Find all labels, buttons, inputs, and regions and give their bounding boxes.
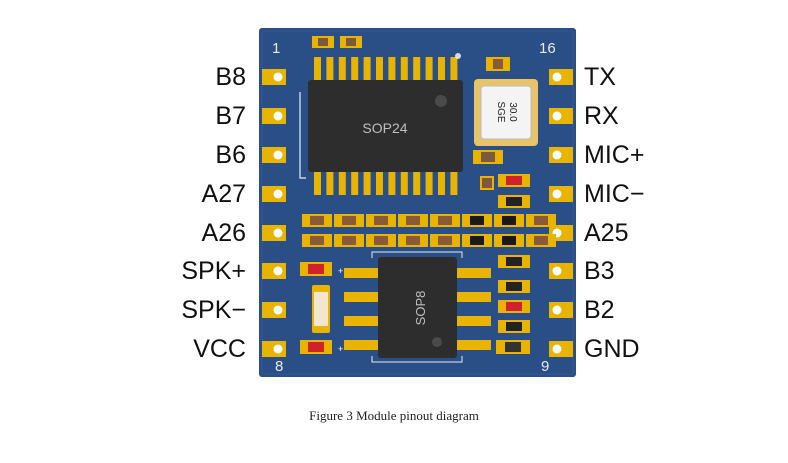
svg-text:+: + xyxy=(338,266,343,276)
pin-label-spk-minus: SPK− xyxy=(181,296,246,324)
pin-label-vcc: VCC xyxy=(193,335,246,363)
sop8-chip xyxy=(378,257,457,358)
edge-pad-left-1 xyxy=(262,69,286,85)
edge-pad-left-3 xyxy=(262,147,286,163)
pin-label-b2: B2 xyxy=(584,296,615,324)
pin-label-a26: A26 xyxy=(201,219,246,247)
sop24-label: SOP24 xyxy=(362,120,407,136)
edge-pad-right-7 xyxy=(549,302,573,318)
edge-pad-right-1 xyxy=(549,69,573,85)
figure-caption: Figure 3 Module pinout diagram xyxy=(309,408,479,423)
corner-number-1: 1 xyxy=(272,40,280,57)
edge-pad-right-6 xyxy=(549,263,573,279)
left-components: + + xyxy=(300,262,343,354)
edge-pad-left-8 xyxy=(262,341,286,357)
sop8-label: SOP8 xyxy=(413,291,428,326)
corner-number-9: 9 xyxy=(541,358,549,375)
left-edge-pads xyxy=(262,69,286,357)
pin-label-mic-plus: MIC+ xyxy=(584,141,645,169)
edge-pad-right-2 xyxy=(549,108,573,124)
pin-label-b6: B6 xyxy=(215,141,246,169)
svg-text:30.0: 30.0 xyxy=(507,102,518,122)
corner-number-16: 16 xyxy=(539,40,556,57)
pin-label-a25: A25 xyxy=(584,219,629,247)
pin-label-tx: TX xyxy=(584,63,616,91)
edge-pad-left-7 xyxy=(262,302,286,318)
pin-label-rx: RX xyxy=(584,102,619,130)
sop8-leads xyxy=(344,268,491,350)
corner-number-8: 8 xyxy=(275,358,283,375)
svg-text:SGE: SGE xyxy=(495,101,506,122)
pin-label-spk-plus: SPK+ xyxy=(181,257,246,285)
edge-pad-left-6 xyxy=(262,263,286,279)
pin-label-gnd: GND xyxy=(584,335,640,363)
pin-label-mic-minus: MIC− xyxy=(584,180,645,208)
sop24-leads xyxy=(314,57,458,195)
pin-label-b7: B7 xyxy=(215,102,246,130)
right-component-column xyxy=(480,174,530,333)
pin-label-a27: A27 xyxy=(201,180,246,208)
top-resistors xyxy=(312,36,510,71)
crystal-label: 30.0 SGE xyxy=(495,101,518,122)
edge-pad-right-4 xyxy=(549,186,573,202)
edge-pad-left-2 xyxy=(262,108,286,124)
edge-pad-left-5 xyxy=(262,225,286,241)
edge-pad-right-8 xyxy=(549,341,573,357)
edge-pad-left-4 xyxy=(262,186,286,202)
resistor-row xyxy=(302,214,556,247)
pin-label-b8: B8 xyxy=(215,63,246,91)
bottom-components xyxy=(473,150,530,354)
pin-label-b3: B3 xyxy=(584,257,615,285)
svg-text:+: + xyxy=(338,344,343,354)
edge-pad-right-3 xyxy=(549,147,573,163)
sop24-chip xyxy=(308,80,463,172)
